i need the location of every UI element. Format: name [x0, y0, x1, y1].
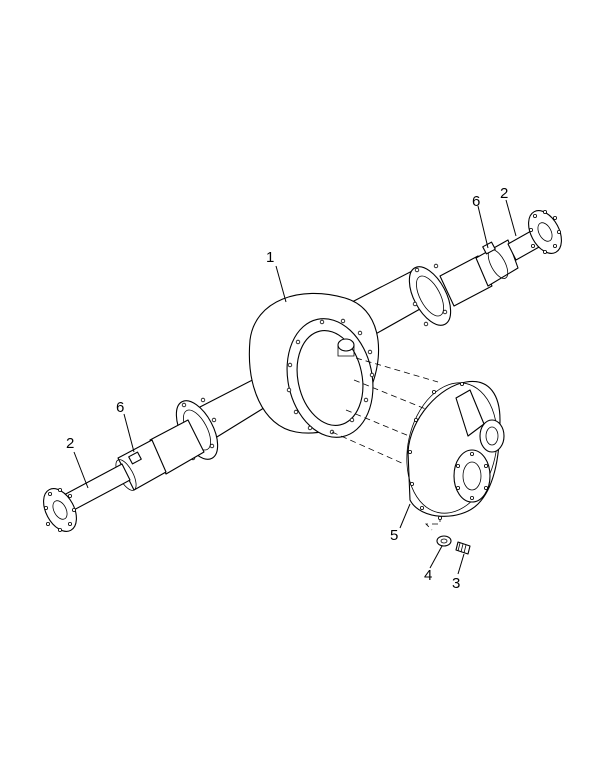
callout-6-right: 6	[472, 193, 480, 210]
axle-housing	[248, 292, 380, 438]
right-axle-tube	[351, 239, 519, 337]
callout-4: 4	[424, 567, 432, 584]
left-clip	[128, 451, 142, 465]
callout-3: 3	[452, 575, 460, 592]
carrier-cover	[406, 380, 505, 521]
callout-5: 5	[390, 527, 398, 544]
washer	[436, 535, 452, 547]
left-axle-shaft	[43, 463, 131, 533]
callout-1: 1	[266, 249, 274, 266]
callout-2-left: 2	[66, 435, 74, 452]
leader-lines	[73, 199, 517, 575]
right-axle-shaft	[507, 209, 562, 261]
bolt	[455, 541, 471, 555]
callout-2-right: 2	[500, 185, 508, 202]
callout-6-left: 6	[116, 399, 124, 416]
